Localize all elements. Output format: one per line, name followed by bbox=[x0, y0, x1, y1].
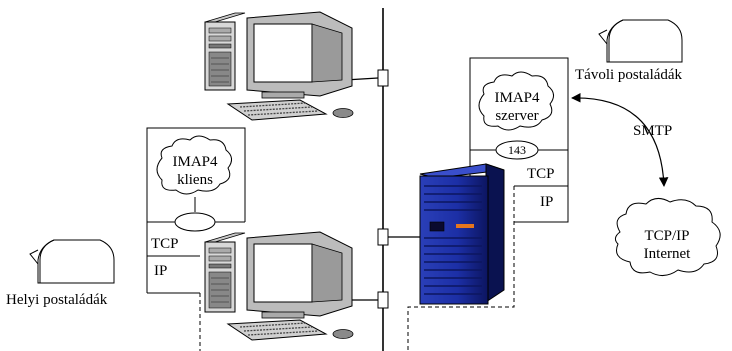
internet-cloud-label-line1: TCP/IP bbox=[644, 228, 689, 244]
client-app-label-line1: IMAP4 bbox=[172, 154, 218, 170]
client-workstation bbox=[204, 231, 354, 341]
server-app-label-line1: IMAP4 bbox=[494, 90, 540, 106]
remote-mailbox-label: Távoli postaládák bbox=[575, 67, 683, 83]
client-ip-label: IP bbox=[154, 263, 167, 279]
server-tower bbox=[419, 163, 505, 305]
server-app-cloud bbox=[478, 71, 554, 131]
client-tcp-label: TCP bbox=[151, 236, 179, 252]
server-port-ellipse bbox=[495, 140, 539, 160]
backbone-connector-client bbox=[377, 291, 389, 309]
server-dashed-link bbox=[407, 186, 515, 351]
smtp-arrow bbox=[571, 93, 669, 187]
backbone-connector-server bbox=[377, 228, 389, 246]
client-app-label-line2: kliens bbox=[177, 172, 213, 188]
backbone-connector-top bbox=[377, 69, 389, 87]
internet-cloud bbox=[614, 198, 721, 276]
server-protocol-stack: IMAP4 szerver 143 TCP IP bbox=[469, 57, 569, 223]
server-tcp-label: TCP bbox=[527, 166, 555, 182]
server-ip-label: IP bbox=[540, 194, 553, 210]
local-mailbox-icon bbox=[29, 239, 115, 284]
client-app-cloud bbox=[156, 135, 232, 195]
client-port-ellipse bbox=[174, 212, 216, 232]
top-workstation bbox=[204, 11, 354, 121]
server-port-label: 143 bbox=[508, 143, 526, 157]
client-protocol-stack: IMAP4 kliens TCP IP bbox=[146, 127, 246, 294]
smtp-label: SMTP bbox=[633, 123, 672, 139]
local-mailbox-label: Helyi postaládák bbox=[6, 292, 108, 308]
server-app-label-line2: szerver bbox=[495, 108, 538, 124]
remote-mailbox-icon bbox=[598, 19, 683, 63]
internet-cloud-label-line2: Internet bbox=[644, 246, 691, 262]
